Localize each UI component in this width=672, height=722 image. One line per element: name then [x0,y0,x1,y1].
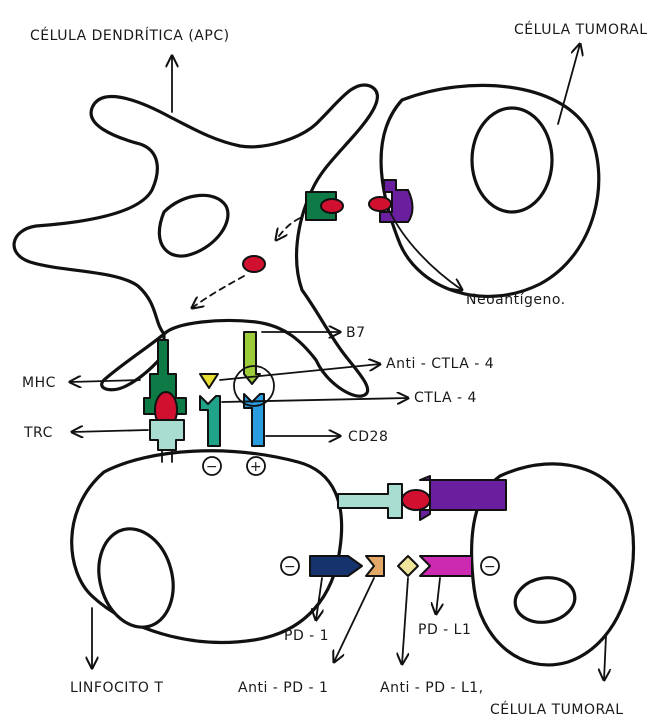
inhibition-sign: − [206,459,218,475]
label-anti-pd1: Anti - PD - 1 [238,680,328,696]
anti-ctla4-antibody [200,374,218,388]
anti-pdl1-antibody [398,556,418,576]
antigen-right [402,490,430,510]
pdl1-pointer [436,578,440,614]
label-neoantigen: Neoantígeno. [466,292,566,308]
label-ctla4: CTLA - 4 [414,390,477,406]
label-mhc: MHC [22,375,56,391]
label-tumor-cell-top: CÉLULA TUMORAL [514,21,648,38]
label-t-cell: LINFOCITO T [70,680,163,696]
tcr-molecule [150,420,184,450]
label-pd1: PD - 1 [284,628,329,644]
trc-pointer [72,430,148,432]
pdl1-ligand [420,556,472,576]
tumor-bottom-pointer [604,636,606,680]
ctla4-receptor [200,396,220,446]
tumor-cell-top-nucleus [472,108,552,212]
label-pdl1: PD - L1 [418,622,471,638]
pd1-receptor [310,556,362,576]
label-trc: TRC [23,425,53,441]
tcr-right [338,484,402,518]
antigen-internalized [243,256,265,272]
label-anti-ctla4: Anti - CTLA - 4 [386,356,494,372]
anti-pd1-pointer [334,578,374,662]
pd1-inhibition-sign: − [284,559,296,575]
label-tumor-cell-bottom: CÉLULA TUMORAL [490,701,624,718]
anti-pdl1-pointer [402,578,408,664]
anti-pd1-antibody [366,556,384,576]
label-cd28: CD28 [348,429,388,445]
antigen-top-left [321,199,343,213]
label-dendritic-cell: CÉLULA DENDRÍTICA (APC) [30,27,230,44]
label-b7: B7 [346,325,366,341]
activation-sign: + [250,459,262,475]
antigen-top-right [369,197,391,211]
label-anti-pdl1: Anti - PD - L1, [380,680,484,696]
pdl1-inhibition-sign: − [484,559,496,575]
